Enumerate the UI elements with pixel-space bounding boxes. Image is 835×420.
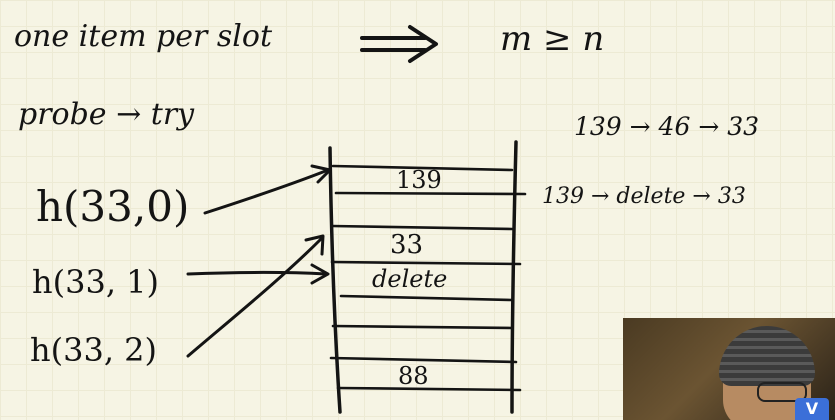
- slot-value-3: delete: [372, 265, 448, 293]
- heading-probe-try: probe → try: [18, 97, 195, 132]
- probe-label-2: h(33, 2): [30, 331, 157, 369]
- slot-line-5: [331, 324, 514, 330]
- table-right-wall: [510, 140, 518, 414]
- slot-line-6: [329, 356, 518, 364]
- probe-arrow-0: [203, 168, 330, 215]
- table-left-wall: [328, 146, 342, 414]
- slot-value-2: 33: [390, 230, 424, 260]
- slot-value-0: 139: [396, 166, 442, 194]
- slot-line-4: [339, 294, 514, 302]
- probe-arrow-2-head: [304, 234, 325, 256]
- presenter-glasses: [757, 382, 807, 402]
- webcam-overlay: V: [623, 318, 835, 420]
- slot-line-3: [330, 260, 522, 266]
- slot-line-7: [336, 386, 522, 392]
- probe-arrow-0-head: [310, 164, 332, 184]
- slot-value-6: 88: [398, 362, 429, 390]
- slot-line-2: [330, 224, 514, 231]
- presenter-beanie: [719, 326, 815, 386]
- slot-line-0: [331, 164, 514, 172]
- heading-one-item-per-slot: one item per slot: [14, 19, 273, 54]
- heading-m-ge-n: m ≥ n: [500, 19, 605, 59]
- implies-arrow-head: [408, 25, 438, 63]
- probe-arrow-2: [186, 236, 324, 358]
- sequence-top: 139 → 46 → 33: [574, 112, 760, 141]
- slot-line-1: [334, 191, 527, 196]
- probe-label-0: h(33,0): [36, 182, 190, 231]
- sequence-bottom: 139 → delete → 33: [542, 184, 746, 209]
- probe-arrow-1-head: [310, 263, 330, 285]
- channel-badge: V: [795, 398, 829, 420]
- probe-label-1: h(33, 1): [32, 263, 159, 301]
- probe-arrow-1: [186, 271, 328, 276]
